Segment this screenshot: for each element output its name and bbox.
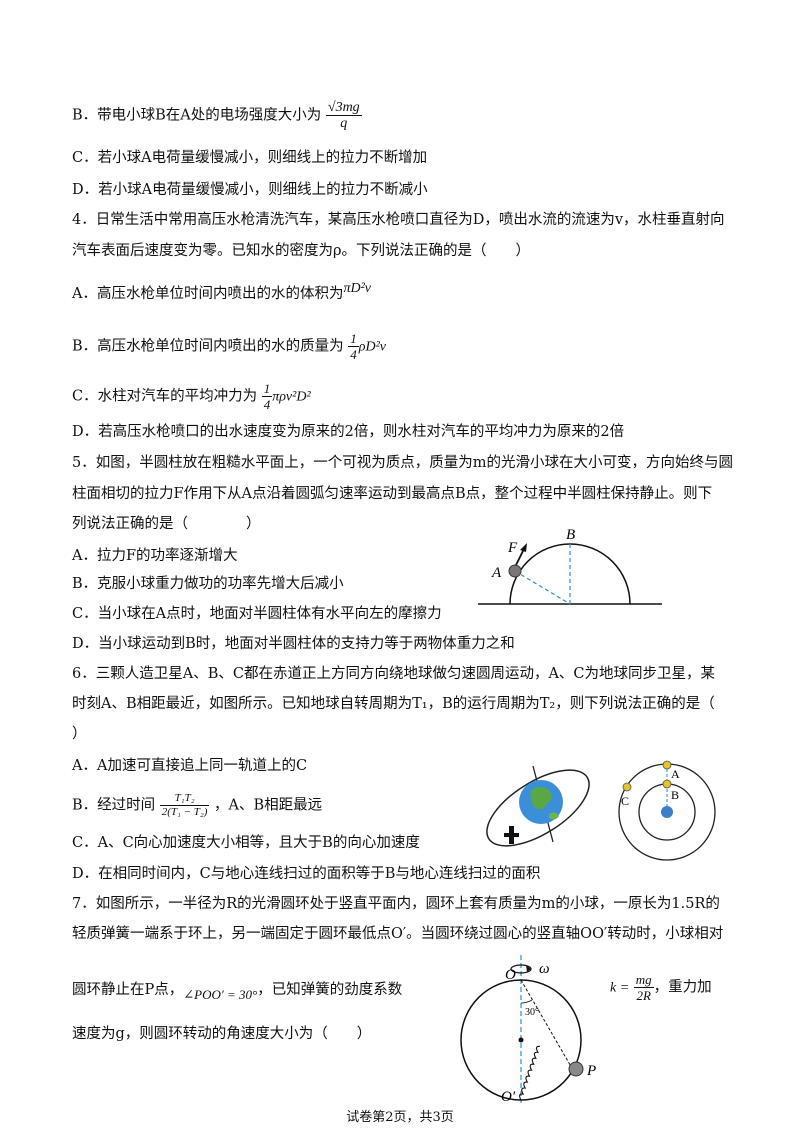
q6-concentric-orbits-figure: A B C	[618, 760, 716, 861]
q7-stem-line4: 速度为g，则圆环转动的角速度大小为（ ）	[72, 1026, 372, 1042]
q7-spring	[519, 1045, 541, 1101]
q3-option-c: C．若小球A电荷量缓慢减小，则细线上的拉力不断增加	[72, 150, 428, 166]
q6-label-C: C	[621, 794, 629, 808]
q7-label-O: O	[505, 967, 516, 983]
q5-stem-line3: 列说法正确的是（ ）	[72, 516, 261, 532]
page-footer: 试卷第2页，共3页	[346, 1110, 454, 1125]
q6-option-a: A．A加速可直接追上同一轨道上的C	[72, 758, 308, 774]
q5-ball	[508, 564, 522, 578]
q7-label-angle: 30°	[525, 1007, 539, 1018]
q7-angle-arc	[520, 999, 533, 1004]
q6-label-A: A	[671, 767, 680, 781]
q6-option-d: D．在相同时间内，C与地心连线扫过的面积等于B与地心连线扫过的面积	[72, 866, 541, 882]
q5-option-d: D．当小球运动到B时，地面对半圆柱体的支持力等于两物体重力之和	[72, 636, 515, 652]
q5-radius-dashed-line	[514, 570, 571, 605]
q3-option-b: B．带电小球B在A处的电场强度大小为 √3mg q	[72, 100, 362, 131]
q5-force-arrowhead	[520, 543, 527, 552]
q5-option-b: B．克服小球重力做功的功率先增大后减小	[72, 576, 344, 592]
q5-force-arrow	[515, 548, 525, 566]
q7-stem-line3: 圆环静止在P点，∠POO′ = 30°，已知弹簧的劲度系数	[72, 982, 403, 1002]
q7-label-P: P	[586, 1063, 596, 1079]
q6-orbit-ellipse	[486, 769, 590, 847]
q7-label-Oprime: O′	[501, 1089, 516, 1103]
q5-option-a: A．拉力F的功率逐渐增大	[72, 548, 238, 564]
q5-option-c: C．当小球在A点时，地面对半圆柱体有水平向左的摩擦力	[72, 606, 442, 622]
q6-satellite-B	[662, 779, 672, 789]
q4-stem-line1: 4．日常生活中常用高压水枪清洗汽车，某高压水枪喷口直径为D，喷出水流的流速为v，…	[72, 212, 725, 228]
q7-stem-line1: 7．如图所示，一半径为R的光滑圆环处于竖直平面内，圆环上套有质量为m的小球，一原…	[72, 896, 720, 912]
q4-stem-line2: 汽车表面后速度变为零。已知水的密度为ρ。下列说法正确的是（ ）	[72, 243, 531, 259]
q5-label-B: B	[566, 527, 575, 543]
q6-satellite-panel	[504, 833, 519, 837]
q7-ball	[568, 1061, 584, 1077]
q5-stem-line2: 柱面相切的拉力F作用下从A点沿着圆弧匀速率运动到最高点B点，整个过程中半圆柱保持…	[72, 486, 713, 502]
q3-option-d: D．若小球A电荷量缓慢减小，则细线上的拉力不断减小	[72, 182, 428, 198]
q5-half-cylinder-figure: F A B	[478, 527, 662, 605]
q7-ring-center	[518, 1037, 524, 1043]
q7-label-omega: ω	[539, 961, 550, 977]
q6-stem-line1: 6．三颗人造卫星A、B、C都在赤道正上方同方向绕地球做匀速圆周运动，A、C为地球…	[72, 666, 716, 682]
q6-stem-line2: 时刻A、B相距最近，如图所示。已知地球自转周期为T₁，B的运行周期为T₂，则下列…	[72, 696, 715, 712]
q6-label-B: B	[671, 788, 679, 802]
q6-stem-line3: ）	[72, 726, 87, 742]
q6-earth-center	[661, 806, 673, 818]
q7-ring-figure: ω 30° O P O′	[460, 955, 596, 1103]
q7-OP-dashed-line	[520, 979, 574, 1071]
q5-label-A: A	[491, 565, 502, 581]
q5-stem-line1: 5．如图，半圆柱放在粗糙水平面上，一个可视为质点，质量为m的光滑小球在大小可变，…	[72, 455, 733, 471]
q6-option-c: C．A、C向心加速度大小相等，且大于B的向心加速度	[72, 835, 420, 851]
q6-earth-orbit-figure	[486, 765, 590, 847]
q3-optb-fraction: √3mg q	[325, 100, 362, 131]
q6-satellite-A	[662, 760, 672, 770]
q7-stem-line2: 轻质弹簧一端系于环上，另一端固定于圆环最低点O′。当圆环绕过圆心的竖直轴OO′转…	[72, 926, 724, 942]
q4-option-a: A．高压水枪单位时间内喷出的水的体积为πD²v	[72, 281, 372, 302]
q6-satellite-C	[622, 782, 632, 792]
q6-earth-continent	[530, 787, 552, 810]
q4-option-d: D．若高压水枪喷口的出水速度变为原来的2倍，则水柱对汽车的平均冲力为原来的2倍	[72, 424, 625, 440]
q5-label-F: F	[507, 540, 518, 556]
